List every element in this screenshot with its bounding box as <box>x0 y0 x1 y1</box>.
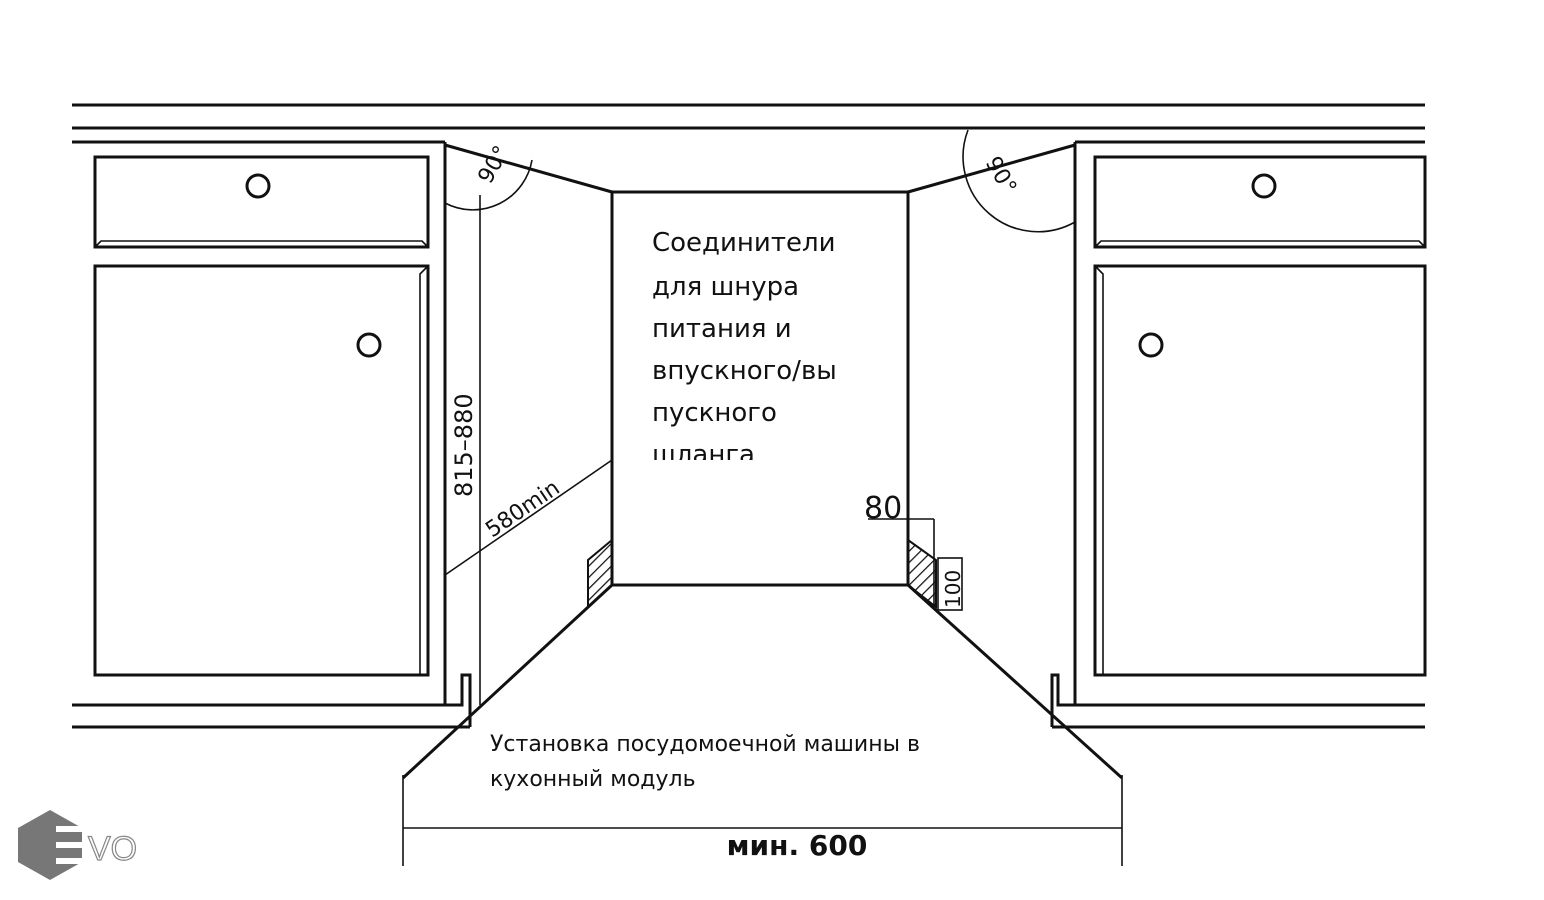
angle-arc-left <box>444 159 533 211</box>
drawer-knob <box>245 173 271 199</box>
caption: Установка посудомоечной машины в кухонны… <box>490 732 920 792</box>
height-dimension: 815–880 <box>450 393 478 497</box>
left-cabinet <box>72 142 472 729</box>
svg-text:Установка посудомоечной машины: Установка посудомоечной машины в <box>490 732 920 757</box>
depth-dimension: 580min <box>481 476 564 543</box>
niche <box>401 143 1124 780</box>
offset-dimension: 80 <box>864 491 902 526</box>
right-cabinet <box>1050 142 1427 729</box>
svg-text:питания и: питания и <box>652 314 792 344</box>
angle-arc-right <box>962 129 1076 233</box>
svg-text:пускного: пускного <box>652 398 777 428</box>
countertop <box>72 103 1425 144</box>
hatched-block-left <box>587 537 613 610</box>
svg-text:для шнура: для шнура <box>652 272 799 302</box>
svg-text:впускного/вы: впускного/вы <box>652 356 837 386</box>
svg-text:Соединители: Соединители <box>652 228 836 258</box>
niche-height-dimension: 100 <box>941 570 965 608</box>
evo-logo: VO <box>18 810 138 880</box>
svg-text:VO: VO <box>88 830 137 868</box>
angle-right-label: 90° <box>980 153 1021 199</box>
angle-left-label: 90° <box>474 142 515 188</box>
svg-text:шланга: шланга <box>652 440 755 470</box>
connector-label: Соединители для шнура питания и впускног… <box>652 228 837 470</box>
svg-text:кухонный модуль: кухонный модуль <box>490 767 696 792</box>
door-knob <box>1138 332 1164 358</box>
door-knob <box>356 332 382 358</box>
width-dimension: мин. 600 <box>727 829 868 862</box>
drawer-knob <box>1251 173 1277 199</box>
hatched-block-right <box>907 538 937 610</box>
